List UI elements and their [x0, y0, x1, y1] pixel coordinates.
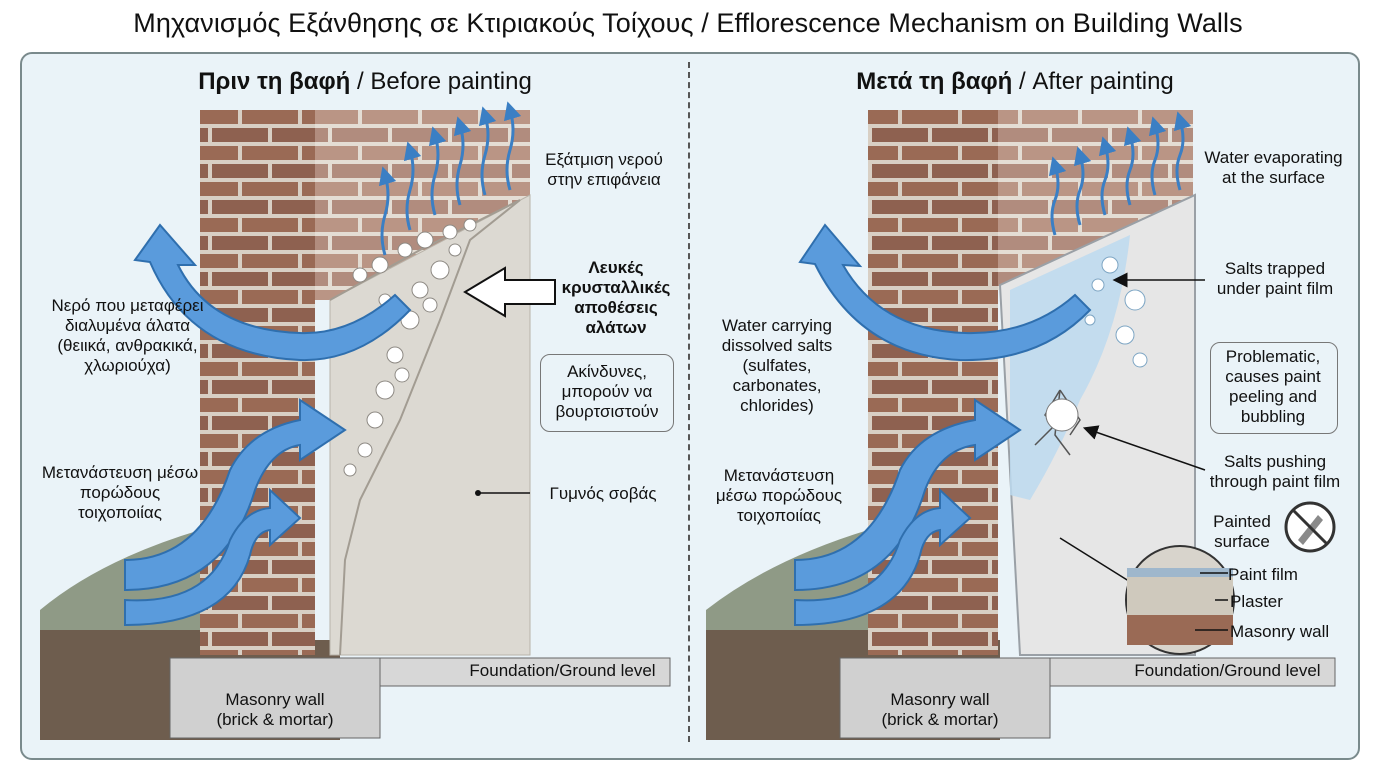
left-panel-title-bold: Πριν τη βαφή [198, 68, 351, 95]
right-foundation-label: Foundation/Ground level [1134, 661, 1321, 680]
left-foundation-label: Foundation/Ground level [469, 661, 656, 680]
right-masonry-label-2: (brick & mortar) [881, 710, 999, 729]
right-panel-title: Μετά τη βαφή / After painting [810, 68, 1220, 96]
left-crystals-pointer [463, 266, 556, 318]
right-panel-title-bold: Μετά τη βαφή [856, 68, 1013, 95]
right-evaporation-arrows [1048, 111, 1192, 236]
left-harmless-box [540, 354, 674, 432]
right-migration-arrow-1 [794, 398, 1022, 592]
right-water-arrow-top [798, 223, 1092, 362]
left-water-salts-label: Νερό που μεταφέρει διαλυμένα άλατα (θειι… [51, 296, 204, 375]
right-panel-title-rest: / After painting [1012, 68, 1174, 95]
panel-divider [688, 62, 690, 742]
right-trapped-salt-area [1010, 235, 1130, 500]
right-masonry-inset-label: Masonry wall [1230, 622, 1330, 641]
left-crystals-label: Λευκές κρυσταλλικές αποθέσεις αλάτων [561, 258, 671, 337]
right-pushing-label: Salts pushing through paint film [1209, 452, 1341, 491]
right-trapped-label: Salts trapped under paint film [1216, 259, 1334, 298]
right-pushing-pointer [1082, 425, 1206, 471]
left-evaporation-arrows [378, 101, 522, 256]
left-panel-title: Πριν τη βαφή / Before painting [160, 68, 570, 96]
left-plaster-crack [329, 199, 521, 656]
main-title: Μηχανισμός Εξάνθησης σε Κτιριακούς Τοίχο… [133, 8, 1243, 38]
left-panel-title-rest: / Before painting [350, 68, 532, 95]
right-plaster-label: Plaster [1230, 592, 1283, 611]
right-problematic-box [1210, 342, 1338, 434]
right-masonry-label-1: Masonry wall [890, 690, 990, 709]
left-migration-arrow-2 [124, 487, 302, 627]
no-brush-icon [1284, 501, 1336, 553]
left-migration-label: Μετανάστευση μέσω πορώδους τοιχοποιίας [41, 463, 199, 522]
left-evaporation-label: Εξάτμιση νερού στην επιφάνεια [545, 150, 663, 189]
right-evaporation-label: Water evaporating at the surface [1204, 148, 1343, 187]
right-painted-surface-label: Painted surface [1213, 512, 1271, 551]
left-harmless-label: Ακίνδυνες, μπορούν να βουρτσιστούν [555, 362, 659, 421]
right-paint-film-label: Paint film [1228, 565, 1298, 584]
left-panel-art [40, 101, 671, 740]
left-bare-plaster-label: Γυμνός σοβάς [549, 484, 657, 503]
right-migration-label: Μετανάστευση μέσω πορώδους τοιχοποιίας [715, 466, 843, 525]
right-panel-art [706, 110, 1336, 740]
right-problematic-label: Problematic, causes paint peeling and bu… [1225, 347, 1321, 426]
left-water-arrow-top [133, 223, 412, 362]
left-salt-crystals [343, 218, 477, 477]
left-migration-arrow-1 [124, 398, 347, 592]
right-salt-burst [1045, 398, 1079, 432]
left-masonry-label-2: (brick & mortar) [216, 710, 334, 729]
left-foundation-band [339, 657, 671, 687]
right-water-salts-label: Water carrying dissolved salts (sulfates… [721, 316, 833, 415]
left-masonry-base [169, 657, 381, 739]
right-foundation-band [1004, 657, 1336, 687]
right-migration-arrow-2 [794, 487, 972, 627]
right-bubbles [1084, 256, 1148, 368]
right-masonry-base [839, 657, 1051, 739]
left-masonry-label-1: Masonry wall [225, 690, 325, 709]
